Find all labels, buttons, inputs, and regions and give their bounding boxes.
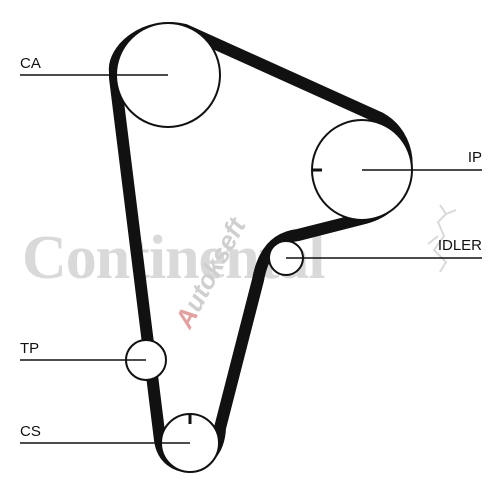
label-tp: TP xyxy=(20,340,39,357)
horse-logo-icon xyxy=(427,204,457,273)
label-ip: IP xyxy=(468,149,482,166)
label-cs: CS xyxy=(20,423,41,440)
watermark: Continental Autokseft xyxy=(22,204,457,334)
label-ca: CA xyxy=(20,55,41,72)
label-idler: IDLER xyxy=(438,237,482,254)
